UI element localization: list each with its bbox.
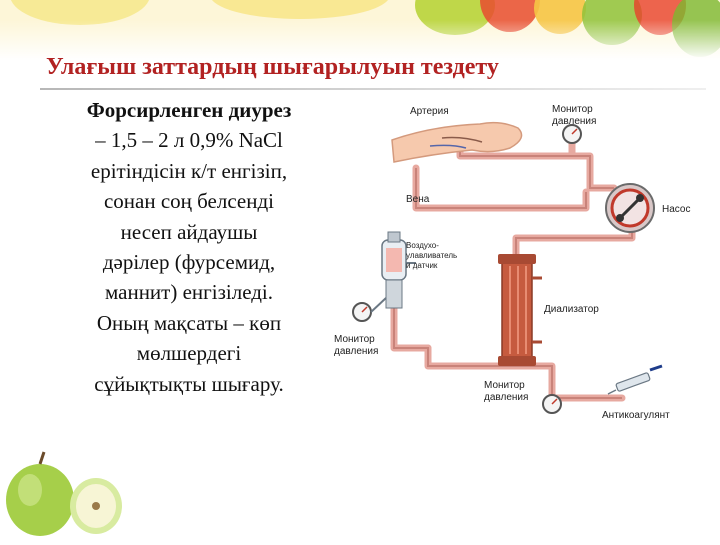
- label-artery: Артерия: [410, 106, 449, 117]
- body-line: сұйықтықты шығару.: [94, 371, 284, 396]
- body-line: сонан соң белсенді: [103, 189, 275, 214]
- anticoagulant-syringe: [607, 364, 663, 395]
- hemodialysis-diagram: Артерия Вена Монитор давления Насос Возд…: [332, 98, 704, 434]
- arm-illustration: [391, 121, 523, 163]
- label-dialyzer: Диализатор: [544, 304, 599, 315]
- label-monitor-bottom-2: давления: [484, 392, 528, 403]
- decorative-banner: [0, 0, 720, 60]
- label-monitor-top: Монитор: [552, 104, 593, 115]
- label-air-trap-3: и датчик: [406, 261, 438, 270]
- label-monitor-left: Монитор: [334, 334, 375, 345]
- blood-pump: [605, 183, 655, 233]
- air-trap-sensor: [381, 231, 416, 309]
- body-line: дәрілер (фурсемид,: [102, 250, 276, 275]
- label-monitor-top-2: давления: [552, 116, 596, 127]
- slide-title: Улағыш заттардың шығарылуын тездету: [46, 54, 499, 80]
- label-air-trap: Воздухо-: [406, 241, 439, 250]
- label-vein: Вена: [406, 194, 430, 205]
- body-line: несеп айдаушы: [120, 219, 258, 244]
- dialyzer: [498, 254, 542, 366]
- body-line: – 1,5 – 2 л 0,9% NaCl: [95, 128, 283, 153]
- pressure-gauge-left: [352, 297, 387, 322]
- body-line: маннит) енгізіледі.: [104, 280, 274, 305]
- label-pump: Насос: [662, 204, 690, 215]
- title-divider: [40, 88, 706, 90]
- body-line: ерітіндісін к/т енгізіп,: [90, 158, 288, 183]
- pressure-gauge-bottom: [542, 394, 562, 414]
- body-line: Оның мақсаты – көп: [96, 310, 282, 335]
- label-monitor-bottom: Монитор: [484, 380, 525, 391]
- label-anticoagulant: Антикоагулянт: [602, 410, 670, 421]
- label-air-trap-2: улавливатель: [406, 251, 457, 260]
- pressure-gauge-top: [562, 124, 582, 144]
- label-monitor-left-2: давления: [334, 346, 378, 357]
- body-line: мөлшердегі: [136, 341, 242, 366]
- green-apple-decoration: [0, 448, 140, 540]
- body-line: Форсирленген диурез: [86, 98, 292, 122]
- slide-body-text: Форсирленген диурез – 1,5 – 2 л 0,9% NaC…: [40, 95, 338, 399]
